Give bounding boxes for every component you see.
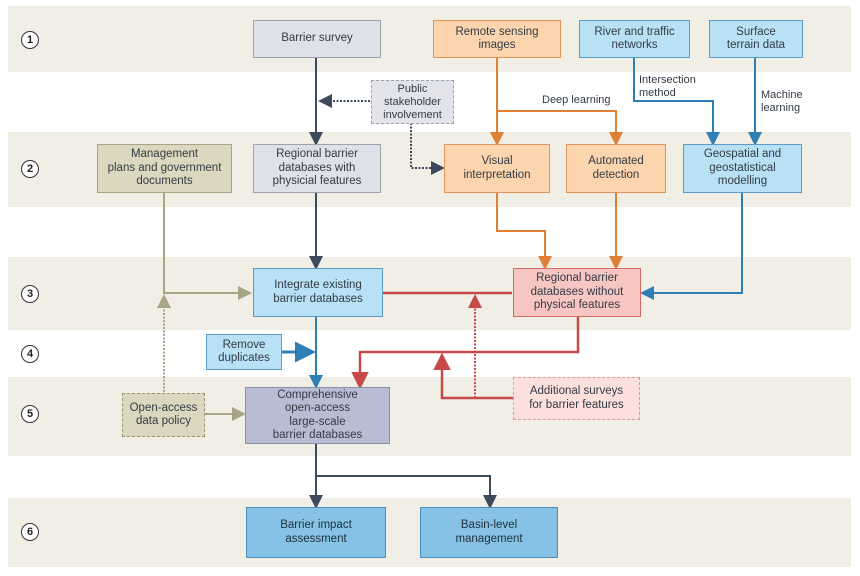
label-machine-learning: Machine learning — [761, 89, 803, 114]
edge-stakeholder-to-visual — [410, 123, 445, 175]
node-basin-level-management: Basin-level management — [420, 507, 558, 558]
edge-deep-learning — [497, 110, 623, 146]
node-regional-without-features: Regional barrier databases without physi… — [513, 268, 641, 317]
node-additional-surveys: Additional surveys for barrier features — [513, 377, 640, 420]
node-barrier-survey: Barrier survey — [253, 20, 381, 58]
edge-additional-surveys-solid — [433, 352, 513, 400]
step-number-2: 2 — [21, 160, 39, 178]
node-comprehensive-databases: Comprehensive open-access large-scale ba… — [245, 387, 390, 444]
label-intersection-method: Intersection method — [639, 74, 696, 99]
step-number-1: 1 — [21, 31, 39, 49]
edge-visual-to-regional-without — [496, 193, 552, 270]
step-number-3: 3 — [21, 285, 39, 303]
step-number-6: 6 — [21, 523, 39, 541]
step-number-4: 4 — [21, 345, 39, 363]
edge-intersection-method — [633, 58, 720, 146]
step-number-5: 5 — [21, 405, 39, 423]
node-automated-detection: Automated detection — [566, 144, 666, 193]
edge-management-to-integrate — [163, 193, 252, 300]
node-regional-with-features: Regional barrier databases with physicia… — [253, 144, 381, 193]
node-integrate-databases: Integrate existing barrier databases — [253, 268, 383, 317]
label-deep-learning: Deep learning — [542, 94, 611, 106]
node-surface-terrain-data: Surface terrain data — [709, 20, 803, 58]
edge-regional-without-to-comprehensive — [351, 317, 580, 390]
node-barrier-impact-assessment: Barrier impact assessment — [246, 507, 386, 558]
node-remove-duplicates: Remove duplicates — [206, 334, 282, 370]
edge-comprehensive-to-basin — [316, 475, 497, 509]
node-visual-interpretation: Visual interpretation — [444, 144, 550, 193]
node-river-traffic-networks: River and traffic networks — [579, 20, 690, 58]
edge-geospatial-to-regional-without — [640, 193, 743, 300]
node-remote-sensing-images: Remote sensing images — [433, 20, 561, 58]
node-open-access-policy: Open-access data policy — [122, 393, 205, 437]
node-management-plans: Management plans and government document… — [97, 144, 232, 193]
node-public-stakeholder-involvement: Public stakeholder involvement — [371, 80, 454, 124]
node-geospatial-modelling: Geospatial and geostatistical modelling — [683, 144, 802, 193]
